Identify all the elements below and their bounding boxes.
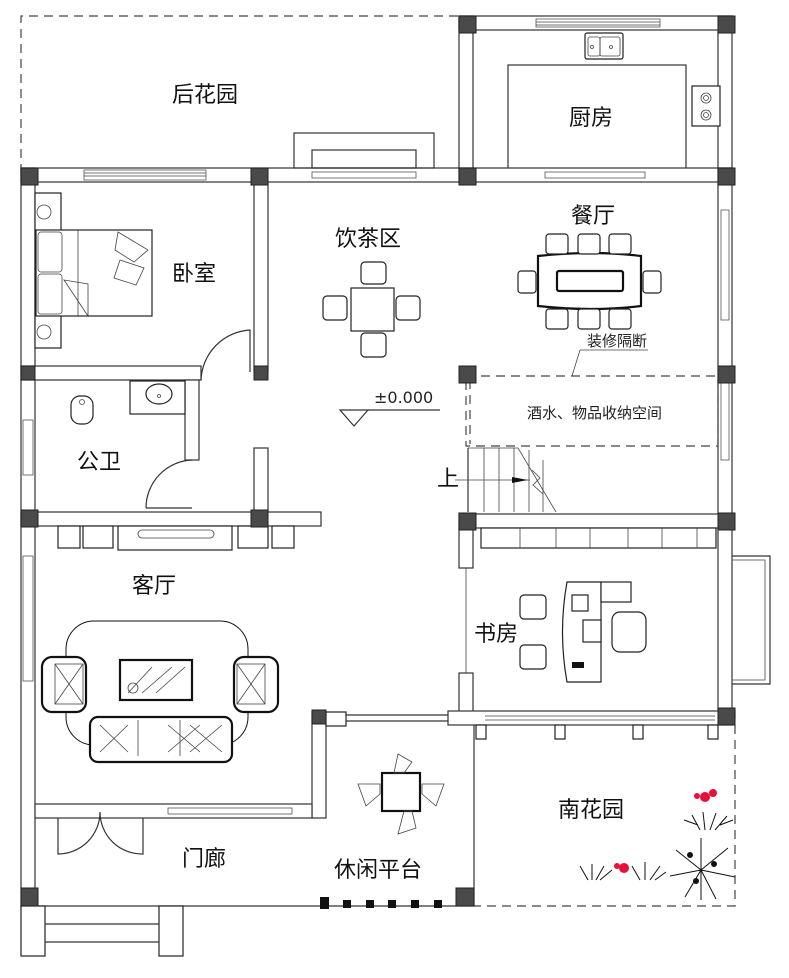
label-dining: 餐厅 xyxy=(571,204,615,229)
study-south-wall xyxy=(447,710,733,726)
label-tea-area: 饮茶区 xyxy=(335,227,401,252)
study-desk-set xyxy=(519,581,647,683)
study-north-wall xyxy=(458,513,733,529)
label-kitchen: 厨房 xyxy=(569,106,613,131)
elevation-marker: ±0.000 xyxy=(338,388,440,427)
kitchen-stove xyxy=(691,85,721,127)
garden-plants xyxy=(579,789,736,900)
hall-stub-wall xyxy=(253,447,269,515)
bath-east-wall xyxy=(184,379,200,461)
squat-toilet xyxy=(70,395,94,425)
storage-dashed-outline xyxy=(465,375,719,447)
south-garden-boundary xyxy=(474,710,736,907)
platform-pavers xyxy=(320,897,442,909)
label-back-garden: 后花园 xyxy=(172,83,238,108)
label-public-bath: 公卫 xyxy=(77,450,121,475)
tea-table-set xyxy=(322,261,421,358)
dining-table-set xyxy=(517,233,662,330)
back-garden-boundary xyxy=(20,15,462,173)
bedroom-south-wall xyxy=(20,365,202,381)
double-bed xyxy=(34,192,153,349)
label-south-garden: 南花园 xyxy=(558,798,624,823)
label-storage: 酒水、物品收纳空间 xyxy=(527,404,662,422)
storage-window xyxy=(720,379,730,461)
living-north-wall xyxy=(20,511,322,527)
label-living-room: 客厅 xyxy=(132,574,176,599)
dining-window xyxy=(720,209,730,321)
label-leisure-platform: 休闲平台 xyxy=(334,858,422,883)
study-west-wall-upper xyxy=(458,527,474,569)
label-stairs-up: 上 xyxy=(437,467,459,492)
front-steps xyxy=(20,905,184,957)
leisure-table-set xyxy=(357,753,445,835)
north-wall xyxy=(20,132,733,183)
kitchen-sink xyxy=(584,32,624,60)
label-partition: 装修隔断 xyxy=(587,332,647,350)
entry-double-door xyxy=(57,811,144,855)
porch-east-wall xyxy=(311,711,327,819)
tv-cabinet xyxy=(57,525,295,551)
partition-leader xyxy=(571,349,648,377)
study-bay-window xyxy=(732,555,771,685)
study-west-wall-lower xyxy=(458,672,474,714)
sofa-set xyxy=(40,620,280,764)
structural-columns xyxy=(20,15,736,907)
label-bedroom: 卧室 xyxy=(172,262,216,287)
living-window xyxy=(22,555,34,682)
elevation-label: ±0.000 xyxy=(374,388,433,407)
washbasin xyxy=(129,380,186,415)
label-porch: 门廊 xyxy=(182,847,226,872)
staircase xyxy=(455,447,557,513)
bath-door xyxy=(145,459,193,509)
label-study: 书房 xyxy=(474,622,518,647)
bookshelf xyxy=(480,527,717,549)
living-south-window xyxy=(167,807,293,815)
west-wall xyxy=(20,167,36,909)
bedroom-door xyxy=(200,329,251,381)
bath-window xyxy=(22,419,34,476)
kitchen-walls xyxy=(458,15,733,183)
bedroom-east-wall xyxy=(253,181,269,373)
